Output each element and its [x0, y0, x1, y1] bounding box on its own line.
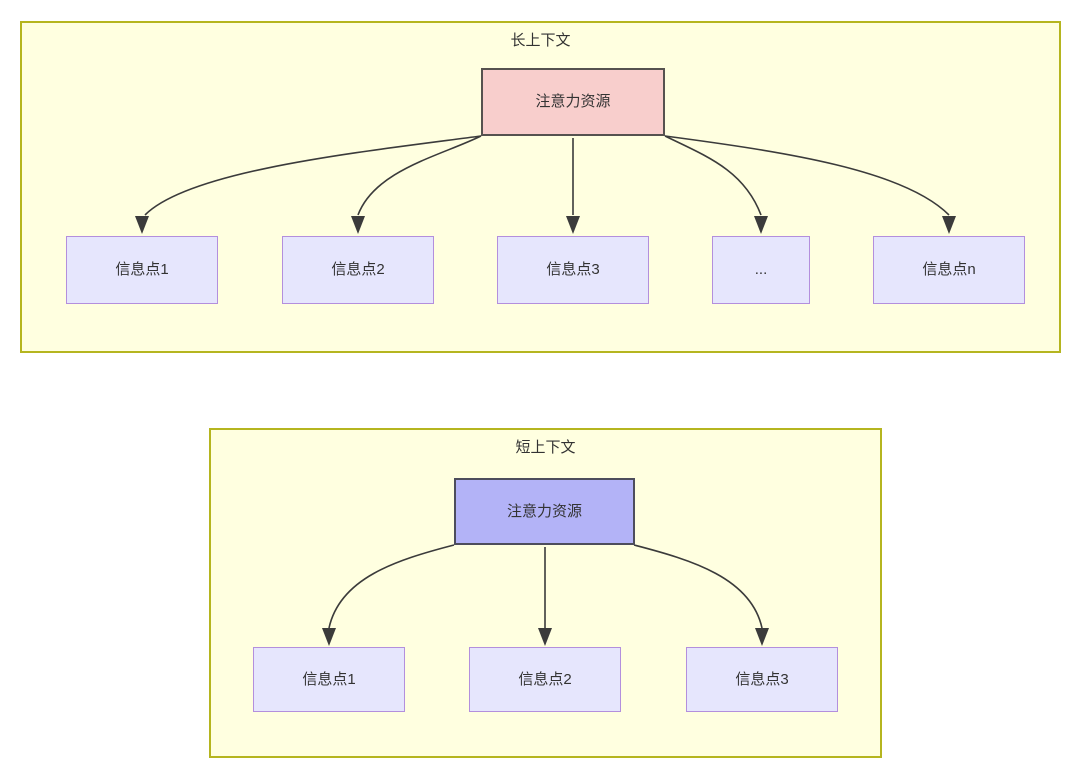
node-label: 信息点2 — [331, 261, 385, 278]
panel-short-context-title: 短上下文 — [515, 439, 576, 456]
node-label: 信息点3 — [546, 261, 600, 278]
node-label: 信息点2 — [518, 670, 572, 688]
node-label: 信息点1 — [115, 261, 169, 278]
panel-long-context-title: 长上下文 — [510, 32, 571, 49]
node-short-info-2[interactable]: 信息点2 — [469, 647, 621, 712]
node-label: 注意力资源 — [506, 502, 582, 520]
node-label: 信息点3 — [735, 670, 789, 688]
node-label: 信息点1 — [302, 670, 356, 688]
node-long-info-2[interactable]: 信息点2 — [282, 236, 434, 304]
node-label: ... — [754, 261, 768, 278]
node-short-info-3[interactable]: 信息点3 — [686, 647, 838, 712]
node-label: 信息点n — [922, 261, 976, 278]
node-long-attention-resource[interactable]: 注意力资源 — [481, 68, 665, 136]
node-short-info-1[interactable]: 信息点1 — [253, 647, 405, 712]
node-long-info-3[interactable]: 信息点3 — [497, 236, 649, 304]
node-long-info-ellipsis[interactable]: ... — [712, 236, 810, 304]
node-label: 注意力资源 — [535, 93, 611, 110]
node-long-info-n[interactable]: 信息点n — [873, 236, 1025, 304]
node-long-info-1[interactable]: 信息点1 — [66, 236, 218, 304]
node-short-attention-resource[interactable]: 注意力资源 — [454, 478, 635, 545]
